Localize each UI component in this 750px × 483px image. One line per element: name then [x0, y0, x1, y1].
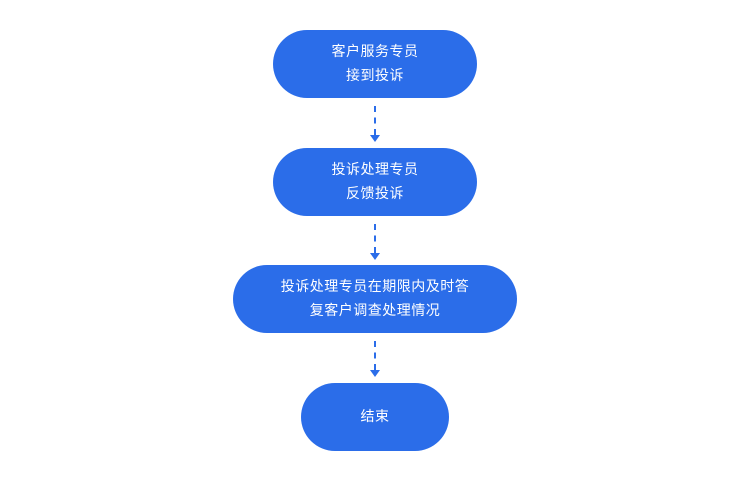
arrow-shaft: [374, 106, 376, 135]
arrow-shaft: [374, 341, 376, 370]
arrow-down-icon: [370, 370, 380, 377]
flow-node-feedback-complaint: 投诉处理专员 反馈投诉: [273, 148, 477, 216]
node-text-line: 结束: [360, 409, 390, 425]
arrow-down-icon: [370, 135, 380, 142]
node-text-line: 接到投诉: [346, 68, 404, 84]
flow-node-end: 结束: [301, 383, 449, 451]
connector-arrow-2: [369, 224, 381, 260]
node-text-line: 投诉处理专员在期限内及时答: [280, 279, 470, 295]
connector-arrow-1: [369, 106, 381, 142]
flow-node-reply-within-deadline: 投诉处理专员在期限内及时答 复客户调查处理情况: [233, 265, 517, 333]
node-text-line: 客户服务专员: [331, 44, 419, 60]
arrow-down-icon: [370, 253, 380, 260]
node-text-line: 投诉处理专员: [331, 162, 419, 178]
arrow-shaft: [374, 224, 376, 253]
node-text-line: 反馈投诉: [346, 186, 404, 202]
connector-arrow-3: [369, 341, 381, 377]
node-text-line: 复客户调查处理情况: [309, 303, 441, 319]
flow-node-receive-complaint: 客户服务专员 接到投诉: [273, 30, 477, 98]
